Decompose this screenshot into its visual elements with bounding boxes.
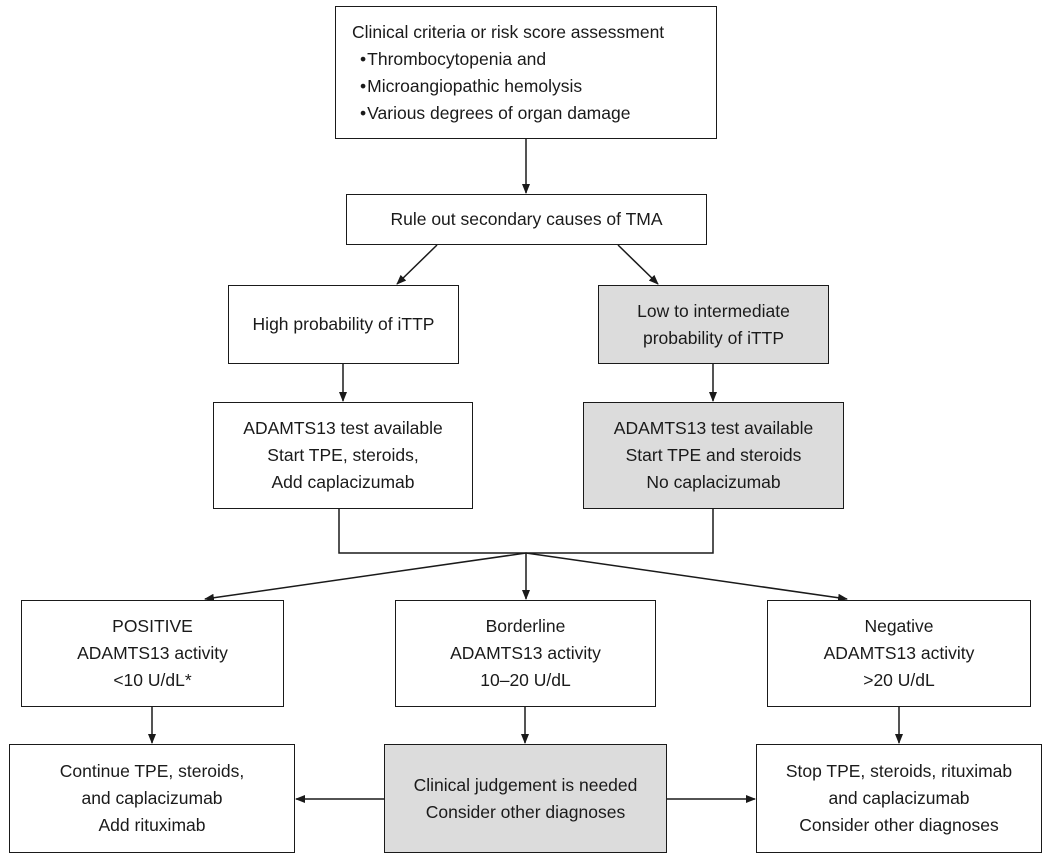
- criteria-bullet: Microangiopathic hemolysis: [352, 73, 582, 100]
- arrow-merge-to-negative: [525, 552, 848, 602]
- node-test-low: ADAMTS13 test available Start TPE and st…: [583, 402, 844, 509]
- node-text: Start TPE and steroids: [625, 445, 802, 465]
- node-text: ADAMTS13 test available: [243, 418, 443, 438]
- node-clinical-criteria: Clinical criteria or risk score assessme…: [335, 6, 717, 139]
- node-text: and caplacizumab: [828, 788, 970, 808]
- node-stop-treatment: Stop TPE, steroids, rituximab and caplac…: [756, 744, 1042, 853]
- node-text: POSITIVE: [112, 616, 193, 636]
- node-text: Add caplacizumab: [271, 472, 415, 492]
- node-borderline: Borderline ADAMTS13 activity 10–20 U/dL: [395, 600, 656, 707]
- node-text: Consider other diagnoses: [799, 815, 999, 835]
- node-text: Borderline: [485, 616, 566, 636]
- node-continue-treatment: Continue TPE, steroids, and caplacizumab…: [9, 744, 295, 853]
- node-text: Add rituximab: [98, 815, 206, 835]
- node-text: Negative: [864, 616, 934, 636]
- node-negative: Negative ADAMTS13 activity >20 U/dL: [767, 600, 1031, 707]
- node-text: ADAMTS13 activity: [823, 643, 975, 663]
- node-rule-out: Rule out secondary causes of TMA: [346, 194, 707, 245]
- node-text: 10–20 U/dL: [480, 670, 571, 690]
- criteria-bullet: Various degrees of organ damage: [352, 100, 630, 127]
- node-high-probability: High probability of iTTP: [228, 285, 459, 364]
- arrow-rule-out-to-low-prob: [617, 244, 659, 285]
- criteria-bullet: Thrombocytopenia and: [352, 46, 546, 73]
- node-clinical-judgement: Clinical judgement is needed Consider ot…: [384, 744, 667, 853]
- node-text: Low to intermediate: [637, 300, 790, 321]
- node-text: ADAMTS13 test available: [613, 418, 814, 438]
- node-text: High probability of iTTP: [252, 314, 435, 334]
- node-low-probability: Low to intermediate probability of iTTP: [598, 285, 829, 364]
- node-test-high: ADAMTS13 test available Start TPE, stero…: [213, 402, 473, 509]
- node-text: and caplacizumab: [81, 788, 223, 808]
- node-text: Clinical judgement is needed: [413, 774, 638, 795]
- node-text: Continue TPE, steroids,: [59, 761, 245, 781]
- arrow-rule-out-to-high-prob: [396, 244, 438, 285]
- criteria-title: Clinical criteria or risk score assessme…: [352, 21, 665, 42]
- node-text: Start TPE, steroids,: [267, 445, 419, 465]
- node-text: Rule out secondary causes of TMA: [390, 209, 663, 229]
- node-text: Consider other diagnoses: [425, 801, 626, 822]
- node-text: ADAMTS13 activity: [450, 643, 601, 663]
- node-text: No caplacizumab: [646, 472, 781, 492]
- node-positive: POSITIVE ADAMTS13 activity <10 U/dL*: [21, 600, 284, 707]
- arrow-merge-to-positive: [204, 552, 527, 602]
- merge-line: [338, 509, 714, 554]
- node-text: <10 U/dL*: [113, 670, 192, 690]
- node-text: ADAMTS13 activity: [77, 643, 228, 663]
- node-text: Stop TPE, steroids, rituximab: [785, 761, 1013, 781]
- node-text: probability of iTTP: [642, 327, 785, 348]
- node-text: >20 U/dL: [863, 670, 935, 690]
